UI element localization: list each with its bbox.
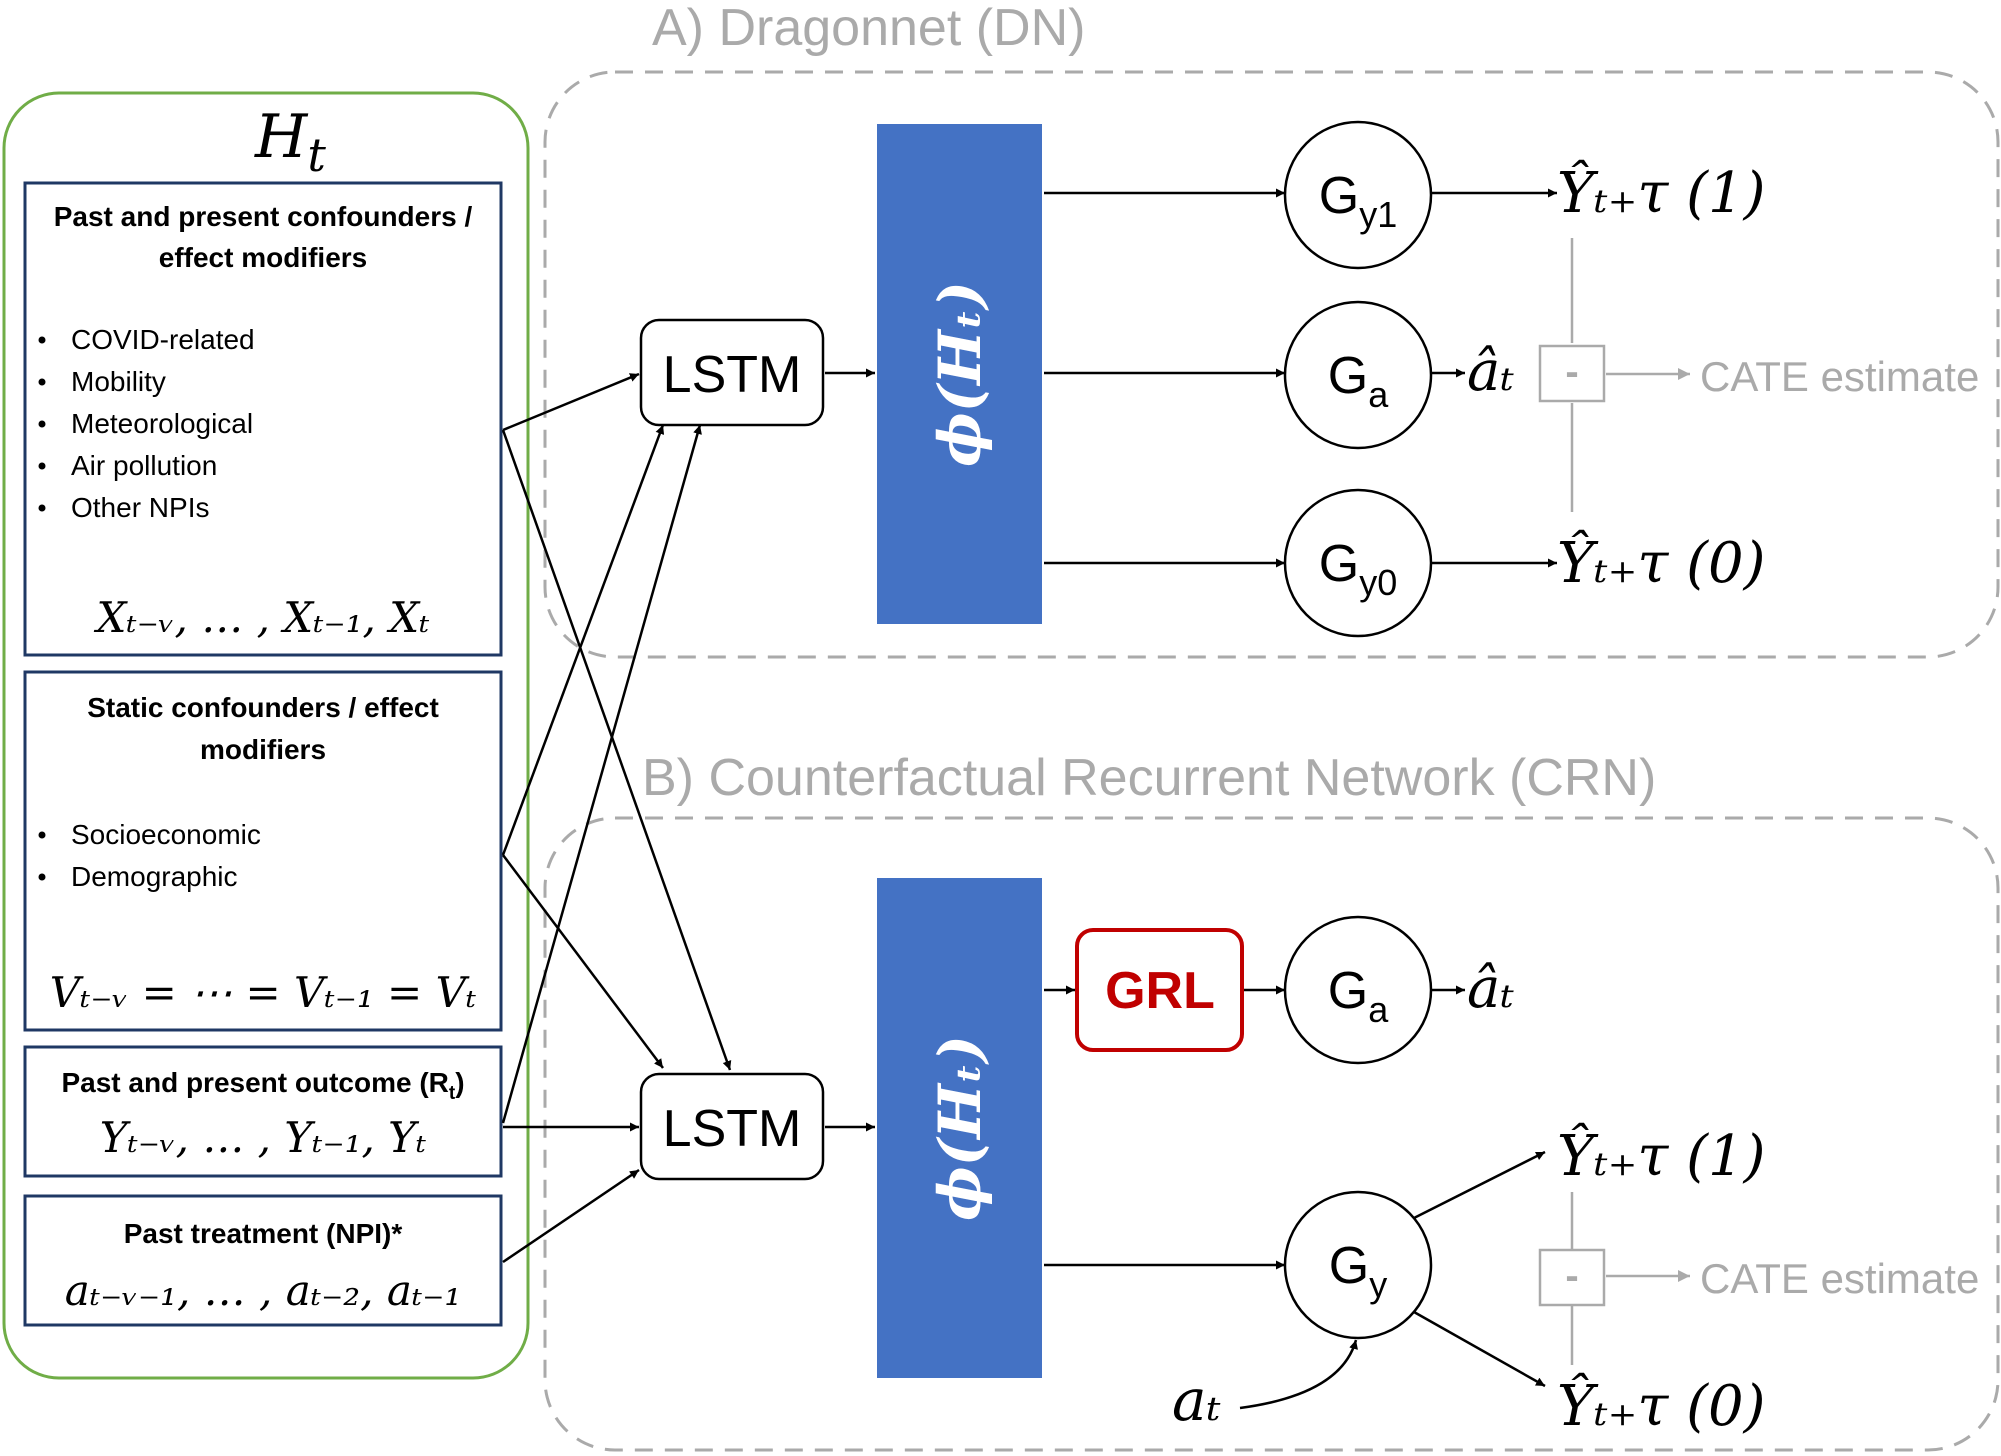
dn-minus-box: - (1538, 344, 1606, 403)
confounders-heading-1: Past and present confounders / (54, 201, 473, 232)
svg-text:Gy1: Gy1 (1319, 167, 1397, 235)
confounders-list-item: Mobility (71, 366, 166, 397)
svg-text:-: - (1565, 1254, 1578, 1298)
treatment-box: Past treatment (NPI)* aₜ₋ᵥ₋₁, … , aₜ₋₂, … (23, 1194, 503, 1327)
crn-title: B) Counterfactual Recurrent Network (CRN… (642, 749, 1656, 807)
dn-cate-label: CATE estimate (1700, 353, 1979, 400)
arrow-treatment-to-lstm-b (502, 1168, 640, 1264)
crn-grl-label: GRL (1105, 962, 1215, 1020)
crn-panel (543, 816, 2000, 1452)
arrow-outcome-to-lstm-a (501, 424, 702, 1124)
confounders-bullet-icon (38, 462, 46, 470)
confounders-bullet-icon (38, 504, 46, 512)
confounders-bullet-icon (38, 420, 46, 428)
dn-output-a: âₜ (1467, 339, 1514, 404)
crn-lstm-node: LSTM (639, 1072, 825, 1181)
crn-cate-label: CATE estimate (1700, 1255, 1979, 1302)
static-heading-2: modifiers (200, 734, 326, 765)
crn-g-a-node: Ga (1283, 915, 1433, 1065)
outcome-formula: Yₜ₋ᵥ, … , Yₜ₋₁, Yₜ (100, 1113, 427, 1162)
confounders-bullet-icon (38, 336, 46, 344)
svg-text:Ga: Ga (1328, 962, 1389, 1030)
confounders-list-item: COVID-related (71, 324, 255, 355)
crn-output-a: âₜ (1467, 956, 1514, 1021)
crn-grl-node: GRL (1075, 928, 1244, 1052)
crn-input-a: aₜ (1172, 1366, 1221, 1434)
crn-phi-label: ϕ(Hₜ) (926, 1035, 994, 1221)
dn-phi-label: ϕ(Hₜ) (926, 281, 994, 467)
crn-arrow-a-to-gy (1239, 1339, 1358, 1410)
static-bullet-icon (38, 873, 46, 881)
arrow-confounders-to-lstm-b (501, 429, 732, 1071)
crn-g-y-node: Gy (1283, 1190, 1433, 1340)
static-box: Static confounders / effect modifiers So… (23, 670, 503, 1032)
crn-phi-block: ϕ(Hₜ) (877, 878, 1042, 1378)
dn-output-y0: Ŷₜ₊τ (0) (1557, 529, 1765, 596)
crn-minus-box: - (1538, 1248, 1606, 1307)
svg-text:-: - (1565, 350, 1578, 394)
dn-phi-block: ϕ(Hₜ) (877, 124, 1042, 624)
confounders-list-item: Air pollution (71, 450, 217, 481)
dn-output-y1: Ŷₜ₊τ (1) (1557, 159, 1765, 226)
static-heading-1: Static confounders / effect (87, 692, 439, 723)
dragonnet-title: A) Dragonnet (DN) (652, 0, 1085, 57)
dn-g-y1-node: Gy1 (1283, 120, 1433, 270)
crn-arrow-gy-to-y0 (1413, 1310, 1546, 1388)
dn-lstm-label: LSTM (663, 346, 802, 404)
crn-output-y1: Ŷₜ₊τ (1) (1557, 1122, 1765, 1189)
confounders-list-item: Meteorological (71, 408, 253, 439)
confounders-bullet-icon (38, 378, 46, 386)
outcome-box: Past and present outcome (Rt) Yₜ₋ᵥ, … , … (23, 1045, 503, 1178)
dn-g-a-node: Ga (1283, 300, 1433, 450)
treatment-heading: Past treatment (NPI)* (124, 1218, 403, 1249)
treatment-formula: aₜ₋ᵥ₋₁, … , aₜ₋₂, aₜ₋₁ (65, 1266, 461, 1315)
arrow-confounders-to-lstm-a (502, 372, 640, 432)
confounders-formula: Xₜ₋ᵥ, … , Xₜ₋₁, Xₜ (93, 593, 429, 642)
svg-text:Gy0: Gy0 (1319, 535, 1397, 603)
outcome-heading: Past and present outcome (Rt) (61, 1067, 464, 1104)
crn-lstm-label: LSTM (663, 1100, 802, 1158)
dn-lstm-node: LSTM (639, 318, 825, 427)
static-list-item: Demographic (71, 861, 238, 892)
confounders-list-item: Other NPIs (71, 492, 209, 523)
crn-arrow-gy-to-y1 (1413, 1150, 1546, 1220)
confounders-heading-2: effect modifiers (159, 242, 368, 273)
history-title: Ht (254, 102, 326, 182)
dn-g-y0-node: Gy0 (1283, 488, 1433, 638)
svg-text:Ga: Ga (1328, 347, 1389, 415)
static-bullet-icon (38, 831, 46, 839)
svg-text:Gy: Gy (1329, 1237, 1387, 1305)
arrow-static-to-lstm-b (502, 854, 664, 1069)
static-formula: Vₜ₋ᵥ = ⋯ = Vₜ₋₁ = Vₜ (50, 968, 477, 1017)
crn-output-y0: Ŷₜ₊τ (0) (1557, 1372, 1765, 1439)
static-list-item: Socioeconomic (71, 819, 261, 850)
confounders-box: Past and present confounders / effect mo… (23, 181, 503, 657)
arrow-static-to-lstm-a (501, 424, 665, 856)
